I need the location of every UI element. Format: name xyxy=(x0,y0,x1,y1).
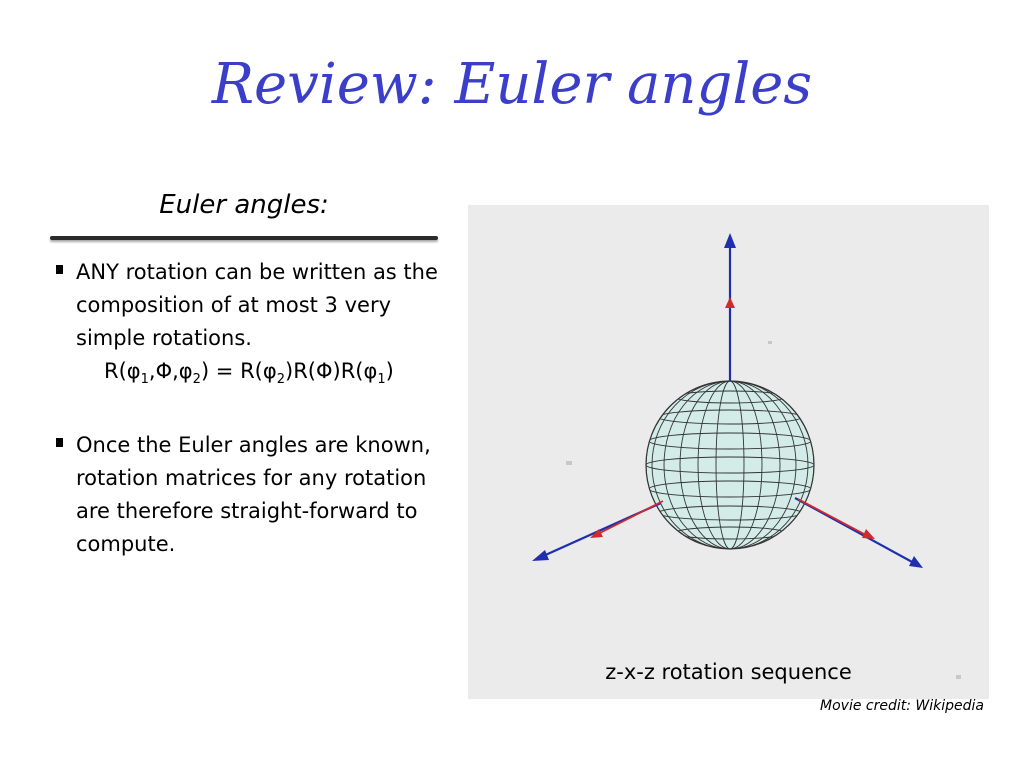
figure-caption: z-x-z rotation sequence xyxy=(605,660,852,684)
bullet-text: Once the Euler angles are known, rotatio… xyxy=(76,433,431,557)
bullet-square-icon xyxy=(56,265,63,274)
section-divider xyxy=(50,236,438,240)
euler-rotation-figure: z-x-z rotation sequence xyxy=(468,205,989,699)
bullet-square-icon xyxy=(56,438,63,448)
section-heading: Euler angles: xyxy=(159,190,329,220)
sphere-wireframe xyxy=(646,381,814,549)
compression-artifacts xyxy=(566,341,961,679)
rotation-formula: R(φ1,Φ,φ2) = R(φ2)R(Φ)R(φ1) xyxy=(104,359,394,388)
bullet-text: ANY rotation can be written as the compo… xyxy=(76,260,438,350)
bullet-item: ANY rotation can be written as the compo… xyxy=(52,256,462,396)
movie-credit: Movie credit: Wikipedia xyxy=(820,698,984,714)
bullet-item: Once the Euler angles are known, rotatio… xyxy=(52,429,462,561)
rotating-sphere-illustration xyxy=(532,233,961,679)
x-axis xyxy=(532,500,664,561)
bullet-list: ANY rotation can be written as the compo… xyxy=(52,256,462,561)
slide-title: Review: Euler angles xyxy=(211,52,813,117)
z-axis xyxy=(724,233,736,381)
y-axis xyxy=(794,497,923,568)
